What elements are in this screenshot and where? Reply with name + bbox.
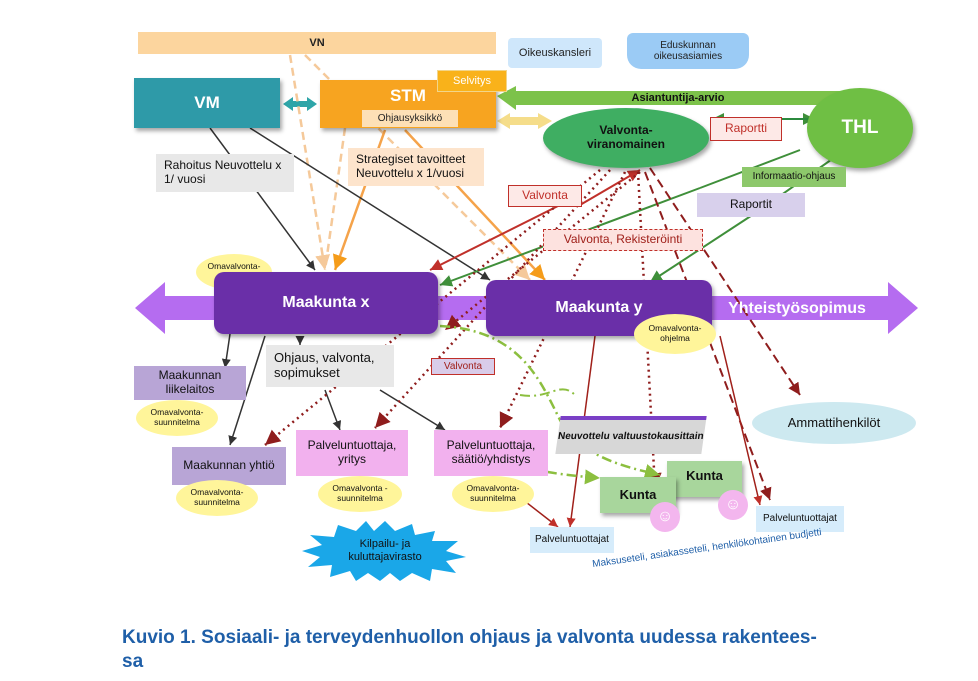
informaatio-box: Informaatio-ohjaus [742,167,846,187]
smiley-icon-2: ☺ [718,490,748,520]
ohjaus-box: Ohjaus, valvonta, sopimukset [266,345,394,387]
maakunta-x-box: Maakunta x [214,272,438,334]
thl-oval: THL [807,88,913,168]
kilpailu-burst [302,521,466,581]
valvonta-box-1: Valvonta [508,185,582,207]
palveluntuottajat-box-2: Palveluntuottajat [756,506,844,532]
strategiset-box: Strategiset tavoitteet Neuvottelu x 1/vu… [348,148,484,186]
asiantuntija-label: Asiantuntija-arvio [631,91,725,104]
kunta-box-b: Kunta [667,461,742,497]
stm-valvonta-arrow [497,113,552,129]
vn-box: VN [138,32,496,54]
figure-caption: Kuvio 1. Sosiaali- ja terveydenhuollon o… [122,626,882,674]
vm-box: VM [134,78,280,128]
caption-line-1: Kuvio 1. Sosiaali- ja terveydenhuollon o… [122,627,817,648]
omavalvonta-suunnitelma-3: Omavalvonta -suunnitelma [318,476,402,512]
asiantuntija-arrow [497,86,840,110]
omavalvonta-suunnitelma-2: Omavalvonta-suunnitelma [176,480,258,516]
yhteistyosopimus-label: Yhteistyösopimus [728,299,866,317]
oikeuskansleri-box: Oikeuskansleri [508,38,602,68]
kilpailu-label: Kilpailu- ja kuluttajavirasto [348,538,422,563]
valvonta-box-2: Valvonta [431,358,495,375]
selvitys-box: Selvitys [437,70,507,92]
palveluntuottaja-saatio-box: Palveluntuottaja, säätiö/yhdistys [434,430,548,476]
omavalvonta-suunnitelma-4: Omavalvonta-suunnitelma [452,476,534,512]
valvontaviranomainen-oval: Valvonta-viranomainen [543,108,709,168]
vm-stm-arrow [283,97,317,111]
raportti-box: Raportti [710,117,782,141]
palveluntuottajat-box-1: Palveluntuottajat [530,527,614,553]
raportit-box: Raportit [697,193,805,217]
eduskunta-box: Eduskunnan oikeusasiamies [627,33,749,69]
smiley-icon-1: ☺ [650,502,680,532]
ammattihenkilot-oval: Ammattihenkilöt [752,402,916,444]
caption-line-2: sa [122,651,144,672]
palveluntuottaja-yritys-box: Palveluntuottaja, yritys [296,430,408,476]
liikelaitos-box: Maakunnan liikelaitos [134,366,246,400]
maakunnan-yhtio-box: Maakunnan yhtiö [172,447,286,485]
ohjausyksikko-box: Ohjausyksikkö [362,110,458,127]
neuvottelu-box: Neuvottelu valtuustokausittain [555,416,707,454]
valvonta-rekisterointi-box: Valvonta, Rekisteröinti [543,229,703,251]
rahoitus-box: Rahoitus Neuvottelu x 1/ vuosi [156,154,294,192]
maakunta-y-box: Maakunta y [486,280,712,336]
omavalvonta-ohjelma-2: Omavalvonta-ohjelma [634,314,716,354]
omavalvonta-suunnitelma-1: Omavalvonta-suunnitelma [136,400,218,436]
